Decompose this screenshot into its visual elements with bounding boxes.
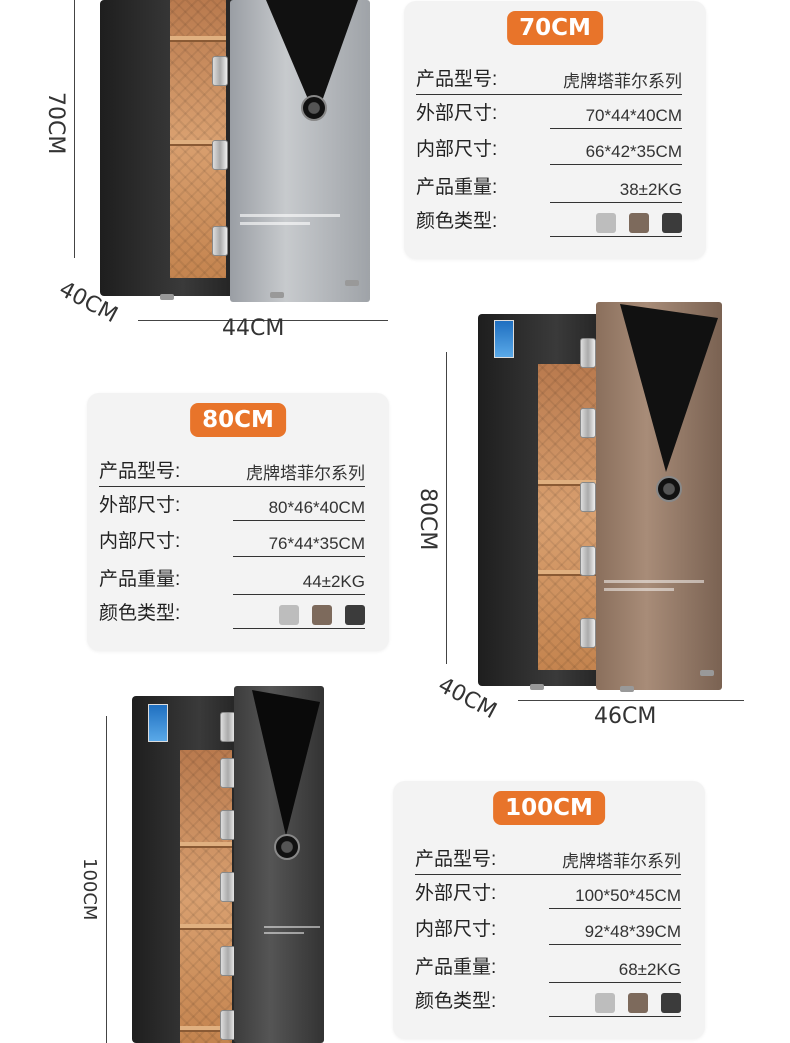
- outer-size-label: 外部尺寸:: [416, 103, 498, 124]
- weight-label: 产品重量:: [99, 569, 181, 590]
- model-label: 产品型号:: [416, 69, 498, 90]
- color-swatch-silver[interactable]: [279, 605, 299, 625]
- safe1-width-label: 44CM: [222, 316, 285, 341]
- size-badge: 70CM: [507, 11, 603, 45]
- spec-card-100cm: 100CM 产品型号: 虎牌塔菲尔系列 外部尺寸: 100*50*45CM 内部…: [393, 781, 705, 1039]
- outer-size-value: 70*44*40CM: [585, 106, 682, 125]
- safe1-height-line: [74, 0, 75, 258]
- weight-row: 产品重量: 38±2KG: [416, 173, 682, 203]
- safe2-height-label: 80CM: [415, 488, 440, 551]
- weight-value: 38±2KG: [619, 180, 682, 199]
- color-swatch-dark[interactable]: [345, 605, 365, 625]
- safe3-height-label: 100CM: [79, 858, 100, 921]
- model-row: 产品型号: 虎牌塔菲尔系列: [99, 457, 365, 487]
- weight-label: 产品重量:: [415, 957, 497, 978]
- outer-size-row: 外部尺寸: 80*46*40CM: [99, 491, 365, 521]
- spec-card-70cm: 70CM 产品型号: 虎牌塔菲尔系列 外部尺寸: 70*44*40CM 内部尺寸…: [404, 1, 706, 259]
- weight-label: 产品重量:: [416, 177, 498, 198]
- color-row: 颜色类型:: [416, 207, 682, 237]
- weight-row: 产品重量: 44±2KG: [99, 565, 365, 595]
- color-swatch-dark[interactable]: [662, 213, 682, 233]
- color-swatch-bronze[interactable]: [312, 605, 332, 625]
- safe1-height-label: 70CM: [43, 92, 68, 155]
- outer-size-row: 外部尺寸: 100*50*45CM: [415, 879, 681, 909]
- model-value: 虎牌塔菲尔系列: [563, 72, 682, 91]
- model-value: 虎牌塔菲尔系列: [246, 464, 365, 483]
- model-value: 虎牌塔菲尔系列: [562, 852, 681, 871]
- color-row: 颜色类型:: [99, 599, 365, 629]
- model-row: 产品型号: 虎牌塔菲尔系列: [416, 65, 682, 95]
- color-label: 颜色类型:: [99, 603, 181, 624]
- color-swatch-silver[interactable]: [595, 993, 615, 1013]
- outer-size-row: 外部尺寸: 70*44*40CM: [416, 99, 682, 129]
- color-swatches: [595, 993, 681, 1013]
- inner-size-row: 内部尺寸: 76*44*35CM: [99, 527, 365, 557]
- color-swatch-bronze[interactable]: [629, 213, 649, 233]
- safe1-width-line: [138, 320, 388, 321]
- inner-size-value: 92*48*39CM: [584, 922, 681, 941]
- safe3-height-line: [106, 716, 107, 1043]
- size-badge: 100CM: [493, 791, 605, 825]
- color-swatch-dark[interactable]: [661, 993, 681, 1013]
- inner-size-label: 内部尺寸:: [416, 139, 498, 160]
- safe2-width-line: [518, 700, 744, 701]
- inner-size-row: 内部尺寸: 66*42*35CM: [416, 135, 682, 165]
- inner-size-value: 76*44*35CM: [268, 534, 365, 553]
- weight-value: 68±2KG: [618, 960, 681, 979]
- safe2-width-label: 46CM: [594, 704, 657, 729]
- model-label: 产品型号:: [99, 461, 181, 482]
- color-swatches: [279, 605, 365, 625]
- outer-size-label: 外部尺寸:: [415, 883, 497, 904]
- spec-card-80cm: 80CM 产品型号: 虎牌塔菲尔系列 外部尺寸: 80*46*40CM 内部尺寸…: [87, 393, 389, 651]
- color-swatch-silver[interactable]: [596, 213, 616, 233]
- weight-value: 44±2KG: [302, 572, 365, 591]
- model-label: 产品型号:: [415, 849, 497, 870]
- outer-size-value: 100*50*45CM: [575, 886, 681, 905]
- inner-size-value: 66*42*35CM: [585, 142, 682, 161]
- weight-row: 产品重量: 68±2KG: [415, 953, 681, 983]
- color-label: 颜色类型:: [415, 991, 497, 1012]
- color-swatch-bronze[interactable]: [628, 993, 648, 1013]
- color-row: 颜色类型:: [415, 987, 681, 1017]
- inner-size-label: 内部尺寸:: [415, 919, 497, 940]
- color-swatches: [596, 213, 682, 233]
- outer-size-value: 80*46*40CM: [268, 498, 365, 517]
- inner-size-row: 内部尺寸: 92*48*39CM: [415, 915, 681, 945]
- color-label: 颜色类型:: [416, 211, 498, 232]
- size-badge: 80CM: [190, 403, 286, 437]
- safe2-height-line: [446, 352, 447, 664]
- inner-size-label: 内部尺寸:: [99, 531, 181, 552]
- model-row: 产品型号: 虎牌塔菲尔系列: [415, 845, 681, 875]
- outer-size-label: 外部尺寸:: [99, 495, 181, 516]
